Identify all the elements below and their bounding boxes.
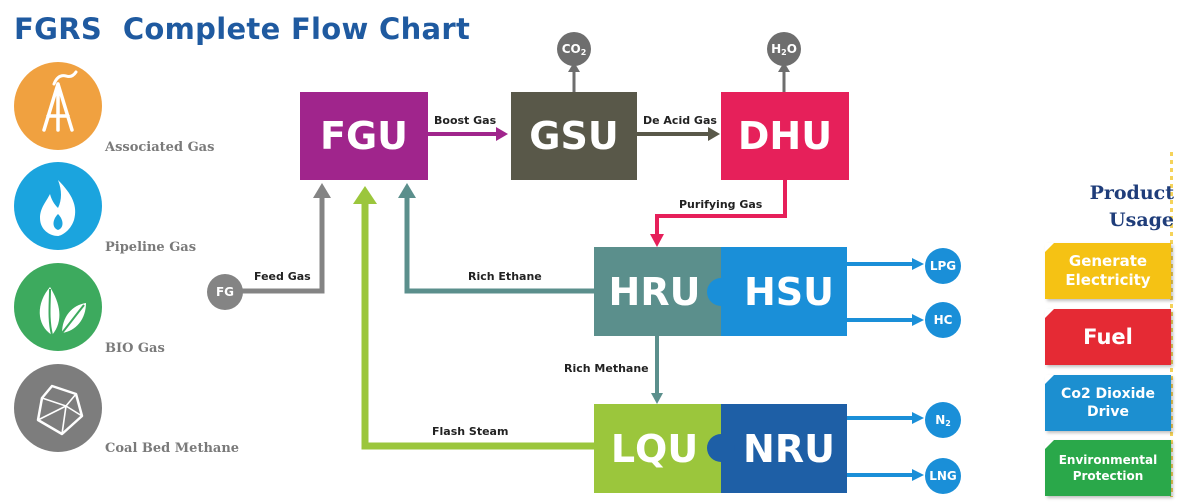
boost-gas-arrowhead: [496, 127, 508, 141]
co2-circle: CO2: [557, 32, 591, 66]
lqu-box: LQU: [594, 404, 721, 493]
n2-label: N2: [935, 412, 951, 428]
lqu-nru-connector: [707, 434, 735, 462]
usage-fuel-label: Fuel: [1083, 325, 1133, 349]
usage-co2-drive-label: Co2 Dioxide Drive: [1061, 386, 1155, 420]
hru-box: HRU: [594, 247, 721, 336]
purifying-gas-label: Purifying Gas: [679, 198, 763, 211]
nru-box: NRU: [721, 404, 847, 493]
h2o-circle: H2O: [767, 32, 801, 66]
dhu-box: DHU: [721, 92, 849, 180]
purifying-gas-arrow: [655, 180, 787, 236]
hc-circle: HC: [925, 302, 961, 338]
hc-arrowhead: [912, 314, 924, 326]
lpg-circle: LPG: [925, 248, 961, 284]
usage-co2-drive: Co2 Dioxide Drive: [1045, 375, 1171, 431]
usage-divider: [1170, 152, 1173, 497]
fg-circle: FG: [207, 274, 243, 310]
feed-gas-label: Feed Gas: [254, 270, 311, 283]
lpg-arrowhead: [912, 258, 924, 270]
bio-gas-source: [14, 263, 102, 351]
coal-bed-methane-source: [14, 364, 102, 452]
lpg-label: LPG: [929, 259, 957, 273]
flash-steam-label: Flash Steam: [432, 425, 509, 438]
fg-label: FG: [215, 285, 235, 299]
page-title: FGRS Complete Flow Chart: [14, 12, 471, 46]
leaves-icon: [39, 287, 86, 336]
hsu-box: HSU: [721, 247, 847, 336]
derrick-icon: [42, 70, 78, 132]
usage-generate-electricity-label: Generate Electricity: [1065, 252, 1151, 289]
pipeline-gas-label: Pipeline Gas: [105, 240, 197, 255]
gsu-box: GSU: [511, 92, 637, 180]
feed-gas-arrowhead: [313, 183, 331, 198]
usage-environmental-protection: Environmental Protection: [1045, 440, 1171, 496]
n2-arrowhead: [912, 412, 924, 424]
co2-label: CO2: [561, 41, 587, 57]
flash-steam-arrow: [361, 202, 595, 450]
lng-arrowhead: [912, 469, 924, 481]
rich-ethane-label: Rich Ethane: [468, 270, 542, 283]
associated-gas-source: [14, 62, 102, 150]
flame-icon: [40, 180, 76, 236]
rich-ethane-arrowhead: [398, 183, 416, 198]
usage-generate-electricity: Generate Electricity: [1045, 243, 1171, 299]
hru-hsu-connector: [707, 278, 735, 306]
product-usage-title: Product Usage: [1089, 182, 1174, 231]
rich-methane-label: Rich Methane: [564, 362, 649, 375]
rich-methane-arrowhead: [651, 393, 663, 404]
h2o-arrowhead: [778, 62, 790, 72]
feed-gas-arrow: [240, 196, 325, 294]
h2o-label: H2O: [771, 41, 797, 57]
boost-gas-label: Boost Gas: [434, 114, 497, 127]
purifying-gas-arrowhead: [650, 234, 664, 247]
lng-label: LNG: [929, 469, 957, 483]
rich-ethane-arrow: [404, 196, 595, 294]
pipeline-gas-source: [14, 162, 102, 250]
n2-circle: N2: [925, 402, 961, 438]
associated-gas-label: Associated Gas: [105, 140, 215, 155]
lng-circle: LNG: [925, 458, 961, 494]
bio-gas-label: BIO Gas: [105, 341, 165, 356]
de-acid-gas-arrowhead: [708, 127, 720, 141]
fgu-box: FGU: [300, 92, 428, 180]
hc-label: HC: [933, 313, 953, 327]
usage-fuel: Fuel: [1045, 309, 1171, 365]
coal-icon: [36, 384, 84, 436]
usage-environmental-protection-label: Environmental Protection: [1058, 453, 1158, 483]
co2-arrowhead: [568, 62, 580, 72]
flash-steam-arrowhead: [353, 186, 377, 204]
coal-bed-methane-label: Coal Bed Methane: [105, 441, 240, 456]
de-acid-gas-label: De Acid Gas: [643, 114, 717, 127]
